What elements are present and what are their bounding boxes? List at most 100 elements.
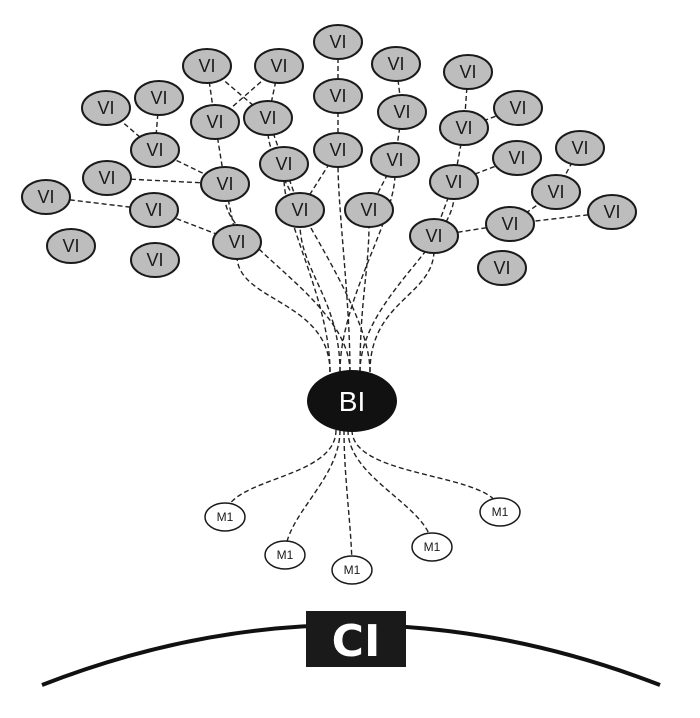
vi-node-label: VI (329, 86, 346, 106)
ci-box-shape (306, 611, 406, 667)
vi-node: VI (200, 166, 250, 202)
vi-node: VI (130, 242, 180, 278)
vi-node-shape (130, 132, 180, 168)
vi-node-shape (134, 80, 184, 116)
vi-node-shape (439, 110, 489, 146)
vi-node-label: VI (216, 174, 233, 194)
vi-node: VI (443, 54, 493, 90)
vi-node: VI (212, 224, 262, 260)
connector-line (343, 429, 353, 571)
vi-node-shape (429, 164, 479, 200)
connector-line (339, 173, 396, 373)
vi-node-shape (485, 206, 535, 242)
vi-node: VI (409, 218, 459, 254)
vi-node: VI (129, 192, 179, 228)
vi-node: VI (134, 80, 184, 116)
vi-node-shape (477, 250, 527, 286)
vi-node: VI (313, 78, 363, 114)
vi-node-label: VI (259, 108, 276, 128)
m1-node-shape (204, 502, 246, 532)
connector-line (347, 429, 433, 548)
connector-line (369, 249, 435, 373)
vi-node-label: VI (445, 172, 462, 192)
vi-node-shape (492, 140, 542, 176)
vi-node: VI (370, 142, 420, 178)
vi-node-label: VI (360, 200, 377, 220)
m1-node: M1 (331, 555, 373, 585)
vi-node: VI (371, 46, 421, 82)
m1-node-label: M1 (217, 510, 234, 524)
vi-node: VI (254, 48, 304, 84)
vi-node: VI (190, 104, 240, 140)
ci-box-label: CI (332, 616, 381, 667)
vi-node-label: VI (62, 236, 79, 256)
vi-node-label: VI (145, 200, 162, 220)
vi-node: VI (313, 24, 363, 60)
vi-node-label: VI (459, 62, 476, 82)
vi-node-shape (130, 242, 180, 278)
connector-line (224, 197, 351, 373)
m1-node-shape (411, 532, 453, 562)
vi-node: VI (439, 110, 489, 146)
vi-node-shape (81, 90, 131, 126)
bi-node-shape (307, 370, 397, 432)
vi-node-label: VI (150, 88, 167, 108)
vi-node-label: VI (270, 56, 287, 76)
vi-node-shape (200, 166, 250, 202)
vi-node-shape (182, 48, 232, 84)
vi-node: VI (429, 164, 479, 200)
vi-node-shape (313, 132, 363, 168)
vi-node-label: VI (198, 56, 215, 76)
connector-line (283, 177, 331, 373)
vi-node: VI (243, 100, 293, 136)
bi-node-label: BI (339, 386, 365, 417)
vi-node-shape (443, 54, 493, 90)
vi-node-shape (46, 228, 96, 264)
vi-node-label: VI (146, 250, 163, 270)
vi-node-label: VI (571, 138, 588, 158)
vi-node-label: VI (393, 102, 410, 122)
m1-node-label: M1 (492, 505, 509, 519)
ci-box: CI (306, 611, 406, 667)
vi-node: VI (81, 90, 131, 126)
vi-node-label: VI (455, 118, 472, 138)
m1-node-shape (331, 555, 373, 585)
vi-node-label: VI (425, 226, 442, 246)
vi-node: VI (130, 132, 180, 168)
vi-node-shape (344, 192, 394, 228)
vi-node: VI (21, 179, 71, 215)
vi-node-shape (587, 194, 637, 230)
vi-node-label: VI (37, 187, 54, 207)
connector-line (284, 429, 341, 556)
vi-node-label: VI (206, 112, 223, 132)
vi-node-label: VI (493, 258, 510, 278)
vi-node-shape (82, 160, 132, 196)
m1-node-label: M1 (424, 540, 441, 554)
vi-node: VI (344, 192, 394, 228)
m1-node-shape (264, 540, 306, 570)
vi-node: VI (313, 132, 363, 168)
connector-line (351, 429, 501, 513)
vi-node: VI (377, 94, 427, 130)
vi-node-shape (371, 46, 421, 82)
connector-line (359, 223, 370, 373)
m1-node: M1 (264, 540, 306, 570)
vi-node-label: VI (603, 202, 620, 222)
vi-node-label: VI (508, 148, 525, 168)
vi-node-shape (275, 192, 325, 228)
vi-node: VI (485, 206, 535, 242)
vi-node: VI (46, 228, 96, 264)
vi-node-shape (259, 146, 309, 182)
vi-node: VI (275, 192, 325, 228)
vi-node-label: VI (98, 168, 115, 188)
vi-node-shape (377, 94, 427, 130)
vi-node-shape (243, 100, 293, 136)
m1-node: M1 (204, 502, 246, 532)
vi-node: VI (182, 48, 232, 84)
m1-node-label: M1 (277, 548, 294, 562)
vi-node-label: VI (228, 232, 245, 252)
vi-node-label: VI (509, 98, 526, 118)
connector-line (224, 429, 337, 518)
